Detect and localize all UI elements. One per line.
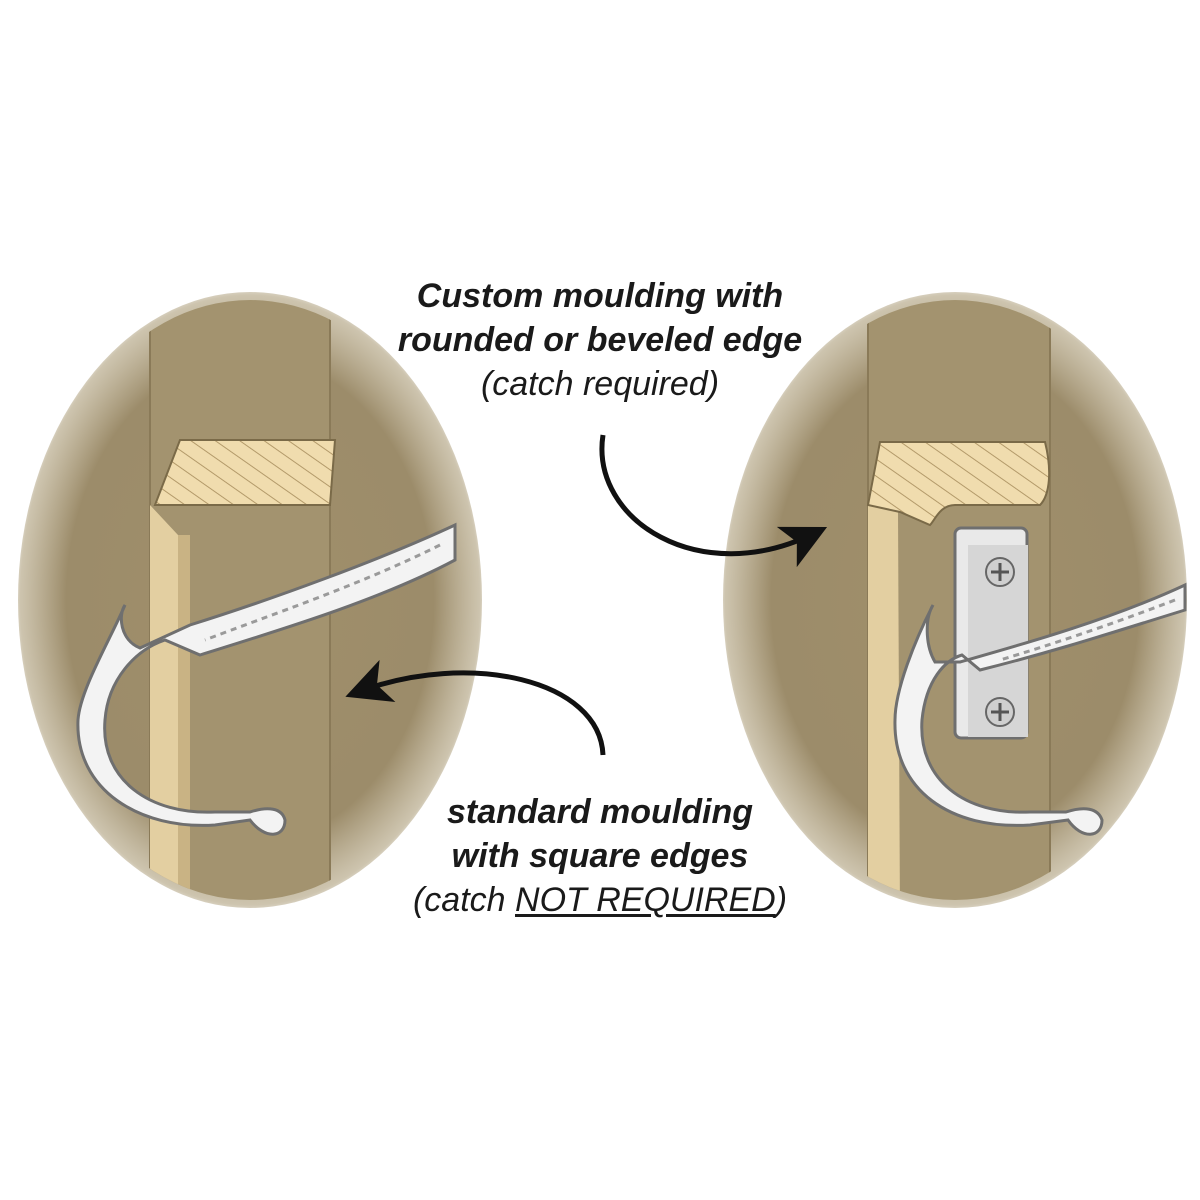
left-moulding-cut <box>153 439 337 506</box>
catch-plate <box>953 526 1029 740</box>
custom-moulding-label: Custom moulding with rounded or beveled … <box>330 274 870 406</box>
left-moulding-face <box>150 505 178 900</box>
custom-label-note: (catch required) <box>480 365 720 403</box>
curved-arrow-icon <box>599 434 828 568</box>
left-vignette <box>18 292 482 908</box>
standard-label-line1: standard moulding <box>447 793 753 831</box>
right-moulding-cut <box>866 441 1051 527</box>
phillips-screw-icon <box>985 697 1015 727</box>
right-vignette <box>723 292 1187 908</box>
standard-moulding-label: standard moulding with square edges (cat… <box>340 790 860 922</box>
standard-label-line2: with square edges <box>451 837 749 875</box>
left-hook <box>76 522 457 836</box>
right-moulding-face <box>868 505 900 900</box>
standard-note-suffix: ) <box>775 881 788 919</box>
curved-arrow-icon <box>345 659 606 756</box>
standard-note-emphasis: NOT REQUIRED <box>515 881 776 919</box>
phillips-screw-icon <box>985 557 1015 587</box>
custom-label-line1: Custom moulding with <box>416 277 784 315</box>
custom-label-line2: rounded or beveled edge <box>397 321 803 359</box>
standard-note-prefix: (catch <box>412 881 516 919</box>
right-hook <box>893 582 1187 836</box>
standard-label-note: (catch NOT REQUIRED) <box>340 878 860 922</box>
